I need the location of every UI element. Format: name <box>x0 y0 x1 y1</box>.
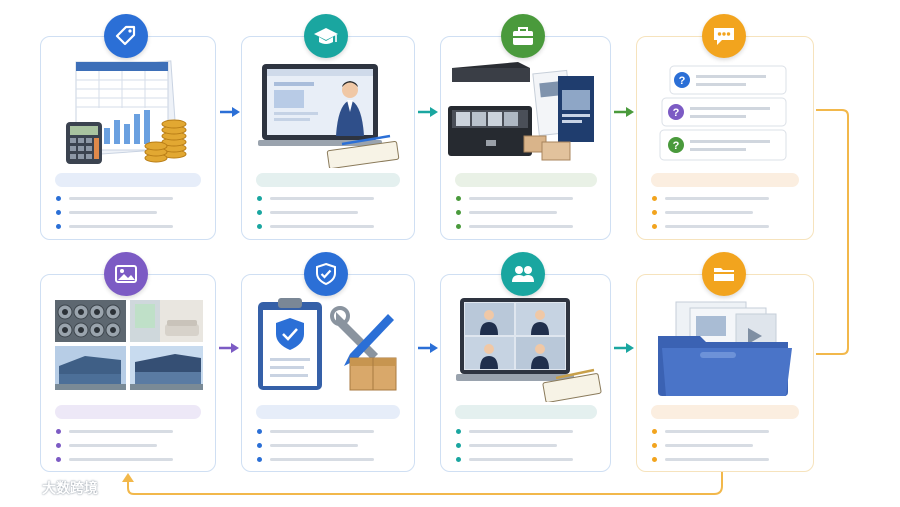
title-placeholder <box>256 173 400 187</box>
flow-arrow <box>219 343 239 353</box>
text-line-placeholder <box>469 430 573 433</box>
brand-logo-mark-icon <box>8 482 38 494</box>
brand-logo-text: 大数跨境 <box>42 480 98 496</box>
bullet <box>456 457 461 462</box>
bullet <box>456 196 461 201</box>
bullet <box>652 210 657 215</box>
text-line-placeholder <box>665 225 769 228</box>
product-photo-grid-illustration <box>55 300 203 390</box>
bullet <box>652 457 657 462</box>
sample-case-brochures-illustration <box>448 62 594 161</box>
bullet <box>257 224 262 229</box>
bullet <box>652 429 657 434</box>
bullet <box>652 224 657 229</box>
text-line-placeholder <box>469 225 573 228</box>
text-line-placeholder <box>69 458 173 461</box>
bullet <box>56 210 61 215</box>
bullet <box>56 224 61 229</box>
bullet <box>456 443 461 448</box>
bullet <box>257 429 262 434</box>
flow-arrow <box>418 107 438 117</box>
spreadsheet-calculator-coins-illustration <box>66 60 187 164</box>
bullet <box>652 196 657 201</box>
open-folder-documents-illustration <box>658 301 792 396</box>
briefcase-icon <box>501 14 545 58</box>
chat-bubble-icon <box>702 14 746 58</box>
text-line-placeholder <box>469 458 573 461</box>
bullet <box>257 443 262 448</box>
text-line-placeholder <box>270 225 374 228</box>
bullet <box>257 210 262 215</box>
bullet <box>56 457 61 462</box>
graduation-cap-icon <box>304 14 348 58</box>
text-line-placeholder <box>665 197 769 200</box>
bullet <box>456 429 461 434</box>
bullet <box>56 196 61 201</box>
bullet <box>56 443 61 448</box>
flow-arrow <box>418 343 438 353</box>
bullet <box>456 224 461 229</box>
video-conference-laptop-illustration <box>456 298 602 402</box>
title-placeholder <box>651 173 799 187</box>
svg-text:?: ? <box>679 75 686 87</box>
bullet <box>56 429 61 434</box>
title-placeholder <box>55 173 201 187</box>
title-placeholder <box>651 405 799 419</box>
connector-line-right <box>816 109 849 355</box>
clipboard-tools-box-illustration <box>258 298 397 391</box>
brand-logo: 大数跨境 <box>8 478 98 498</box>
flow-arrow <box>614 107 634 117</box>
bullet <box>456 210 461 215</box>
text-line-placeholder <box>270 430 374 433</box>
bullet <box>257 196 262 201</box>
users-icon <box>501 252 545 296</box>
text-line-placeholder <box>270 197 374 200</box>
text-line-placeholder <box>69 197 173 200</box>
text-line-placeholder <box>69 211 157 214</box>
svg-text:?: ? <box>673 140 680 152</box>
title-placeholder <box>455 405 597 419</box>
text-line-placeholder <box>469 197 573 200</box>
connector-line-bottom <box>122 472 723 495</box>
flow-arrow <box>220 107 240 117</box>
laptop-trainer-illustration <box>258 64 400 168</box>
text-line-placeholder <box>665 458 769 461</box>
bullet <box>652 443 657 448</box>
text-line-placeholder <box>665 430 769 433</box>
text-line-placeholder <box>69 430 173 433</box>
text-line-placeholder <box>69 444 157 447</box>
text-line-placeholder <box>69 225 173 228</box>
title-placeholder <box>256 405 400 419</box>
svg-text:?: ? <box>673 107 680 119</box>
text-line-placeholder <box>270 211 358 214</box>
shield-check-icon <box>304 252 348 296</box>
text-line-placeholder <box>469 444 557 447</box>
image-icon <box>104 252 148 296</box>
text-line-placeholder <box>665 444 753 447</box>
title-placeholder <box>455 173 597 187</box>
text-line-placeholder <box>665 211 753 214</box>
title-placeholder <box>55 405 201 419</box>
text-line-placeholder <box>469 211 557 214</box>
bullet <box>257 457 262 462</box>
price-tag-icon <box>104 14 148 58</box>
text-line-placeholder <box>270 444 358 447</box>
flow-arrow <box>614 343 634 353</box>
folder-icon <box>702 252 746 296</box>
faq-question-list-illustration: ? ? ? <box>659 65 787 161</box>
text-line-placeholder <box>270 458 374 461</box>
